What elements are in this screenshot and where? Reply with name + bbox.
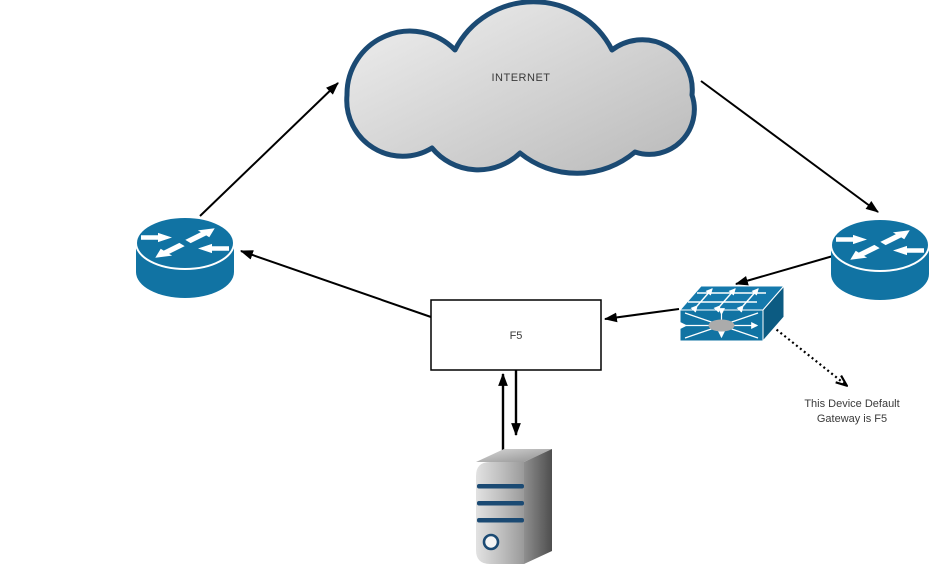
router-icon: [136, 217, 234, 298]
gateway-note: This Device Default Gateway is F5: [804, 398, 899, 425]
connections: [199, 80, 879, 456]
internet-label: INTERNET: [492, 72, 551, 84]
f5-rectangle: [430, 299, 602, 371]
link-f5-to-router-left: [239, 250, 432, 318]
node-server: [476, 449, 552, 564]
router-icon: [831, 219, 929, 300]
server-icon: [476, 449, 552, 564]
link-router-left-to-internet: [199, 82, 339, 217]
server-power-button-icon: [482, 533, 500, 551]
node-internet-cloud: INTERNET: [344, 0, 697, 176]
node-router-left: [136, 217, 234, 298]
node-lan-switch: [678, 284, 786, 343]
gateway-note-line1: This Device Default: [804, 398, 899, 410]
node-f5-box: F5: [430, 299, 602, 371]
link-internet-to-router-right: [700, 80, 879, 213]
gateway-note-line2: Gateway is F5: [817, 413, 887, 425]
switch-icon: [678, 284, 786, 343]
link-switch-to-gateway-note: [756, 313, 846, 385]
cloud-icon: [344, 0, 697, 176]
link-switch-to-f5: [603, 308, 680, 323]
f5-label: F5: [510, 330, 523, 342]
node-router-right: [831, 219, 929, 300]
link-router-right-to-switch: [734, 255, 834, 286]
